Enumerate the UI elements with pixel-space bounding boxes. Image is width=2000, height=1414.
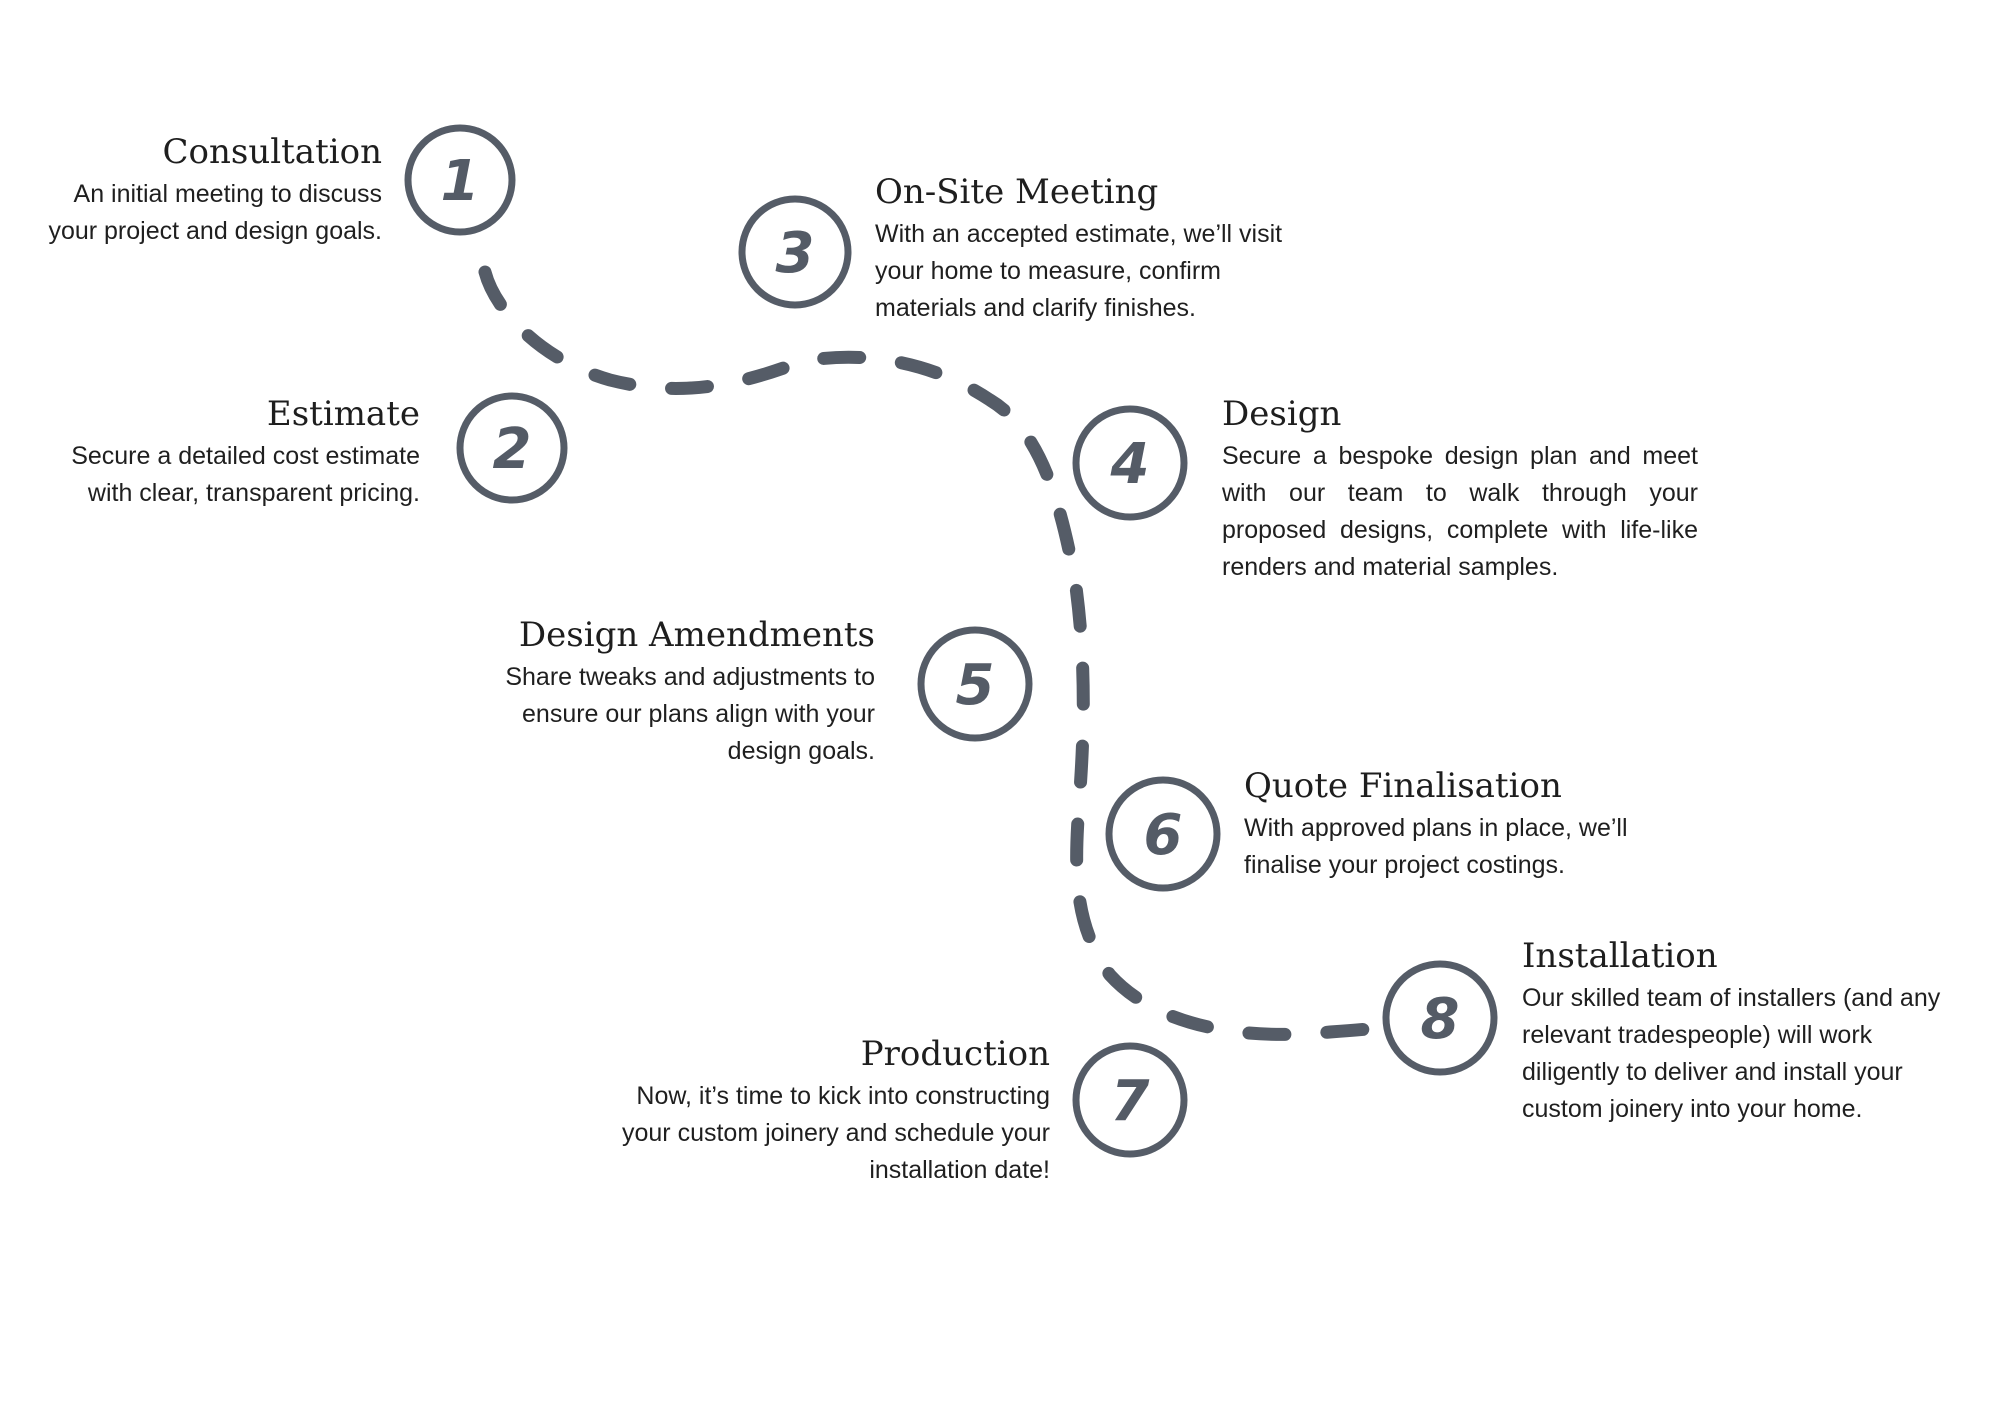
step-number-6: 6 <box>1144 803 1183 868</box>
step-5-title: Design Amendments <box>518 615 875 655</box>
step-7-description: Now, it’s time to kick into constructing… <box>621 1082 1050 1184</box>
step-2-description: Secure a detailed cost estimate with cle… <box>71 442 420 507</box>
step-2-title: Estimate <box>266 394 420 434</box>
step-5-text: Design Amendments Share tweaks and adjus… <box>472 613 875 770</box>
step-number-2: 2 <box>493 417 532 482</box>
step-circle-4: 4 <box>1072 405 1188 521</box>
step-number-4: 4 <box>1110 432 1150 497</box>
step-circle-1: 1 <box>404 124 516 236</box>
step-1-description: An initial meeting to discuss your proje… <box>48 180 382 245</box>
step-circle-2: 2 <box>456 392 568 504</box>
step-8-description: Our skilled team of installers (and any … <box>1522 984 1941 1123</box>
step-1-text: Consultation An initial meeting to discu… <box>30 130 382 250</box>
step-5-description: Share tweaks and adjustments to ensure o… <box>505 663 875 765</box>
step-circle-5: 5 <box>917 626 1033 742</box>
step-number-5: 5 <box>956 653 995 718</box>
step-number-1: 1 <box>441 149 480 214</box>
step-6-title: Quote Finalisation <box>1244 766 1562 806</box>
step-4-text: Design Secure a bespoke design plan and … <box>1222 392 1698 586</box>
step-4-description: Secure a bespoke design plan and meet wi… <box>1222 442 1698 581</box>
step-circle-6: 6 <box>1105 776 1221 892</box>
step-3-description: With an accepted estimate, we’ll visit y… <box>875 220 1283 322</box>
step-3-text: On-Site Meeting With an accepted estimat… <box>875 170 1305 327</box>
step-1-title: Consultation <box>162 132 382 172</box>
step-3-title: On-Site Meeting <box>875 172 1159 212</box>
step-2-text: Estimate Secure a detailed cost estimate… <box>55 392 420 512</box>
step-6-text: Quote Finalisation With approved plans i… <box>1244 764 1664 884</box>
step-circle-7: 7 <box>1072 1042 1188 1158</box>
step-8-title: Installation <box>1522 936 1718 976</box>
step-number-7: 7 <box>1111 1069 1150 1134</box>
step-number-3: 3 <box>776 221 815 286</box>
step-circle-3: 3 <box>738 195 852 309</box>
step-4-title: Design <box>1222 394 1342 434</box>
step-7-text: Production Now, it’s time to kick into c… <box>620 1032 1050 1189</box>
step-number-8: 8 <box>1421 987 1460 1052</box>
dashed-connector-path <box>478 265 1397 1041</box>
step-7-title: Production <box>860 1034 1050 1074</box>
step-circle-8: 8 <box>1382 960 1498 1076</box>
step-8-text: Installation Our skilled team of install… <box>1522 934 1942 1128</box>
step-6-description: With approved plans in place, we’ll fina… <box>1244 814 1628 879</box>
